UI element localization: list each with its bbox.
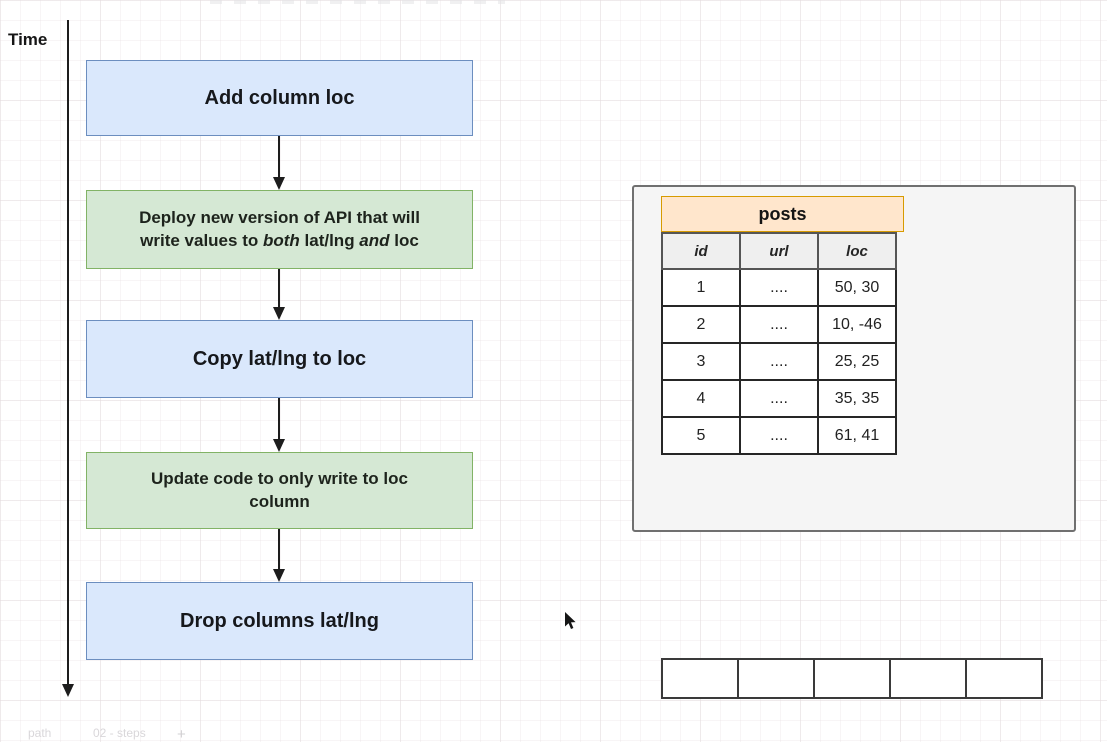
empty-cell[interactable] xyxy=(813,658,891,699)
cell-url[interactable]: .... xyxy=(739,305,819,344)
cell-url[interactable]: .... xyxy=(739,268,819,307)
cell-url[interactable]: .... xyxy=(739,379,819,418)
connector-arrowhead-icon xyxy=(273,439,285,452)
empty-cell[interactable] xyxy=(737,658,815,699)
cell-loc[interactable]: 50, 30 xyxy=(817,268,897,307)
cell-id[interactable]: 1 xyxy=(661,268,741,307)
column-header-loc[interactable]: loc xyxy=(817,232,897,270)
table-row: 1 .... 50, 30 xyxy=(661,268,897,307)
empty-cell[interactable] xyxy=(889,658,967,699)
cell-url[interactable]: .... xyxy=(739,342,819,381)
flow-step-add-column-loc[interactable]: Add column loc xyxy=(86,60,473,136)
cell-loc[interactable]: 61, 41 xyxy=(817,416,897,455)
connector-arrowhead-icon xyxy=(273,569,285,582)
flow-step-label: Add column loc xyxy=(204,86,355,109)
connector-line[interactable] xyxy=(278,136,280,177)
empty-row-shape[interactable] xyxy=(661,658,1043,699)
cell-id[interactable]: 5 xyxy=(661,416,741,455)
time-axis-label: Time xyxy=(8,30,48,49)
table-header-row: id url loc xyxy=(661,232,897,270)
table-row: 5 .... 61, 41 xyxy=(661,416,897,455)
cell-loc[interactable]: 35, 35 xyxy=(817,379,897,418)
connector-arrowhead-icon xyxy=(273,307,285,320)
posts-title-label: posts xyxy=(758,203,807,224)
table-row: 2 .... 10, -46 xyxy=(661,305,897,344)
flow-step-copy-latlng[interactable]: Copy lat/lng to loc xyxy=(86,320,473,398)
page-tab-current[interactable]: 02 - steps xyxy=(93,726,146,740)
cell-loc[interactable]: 25, 25 xyxy=(817,342,897,381)
toolbar-remnant xyxy=(210,0,505,4)
flow-step-drop-columns[interactable]: Drop columns lat/lng xyxy=(86,582,473,660)
page-tab-partial[interactable]: path xyxy=(28,726,52,740)
connector-line[interactable] xyxy=(278,529,280,569)
column-header-id[interactable]: id xyxy=(661,232,741,270)
connector-line[interactable] xyxy=(278,398,280,439)
connector-line[interactable] xyxy=(278,269,280,307)
time-axis-arrowhead-icon xyxy=(62,684,74,697)
cell-url[interactable]: .... xyxy=(739,416,819,455)
time-axis-line[interactable] xyxy=(67,20,69,684)
cell-id[interactable]: 3 xyxy=(661,342,741,381)
cell-loc[interactable]: 10, -46 xyxy=(817,305,897,344)
column-header-url[interactable]: url xyxy=(739,232,819,270)
empty-cell[interactable] xyxy=(661,658,739,699)
cell-id[interactable]: 4 xyxy=(661,379,741,418)
empty-cell[interactable] xyxy=(965,658,1043,699)
posts-panel[interactable]: posts id url loc 1 .... 50, 30 2 .... xyxy=(632,185,1076,532)
mouse-cursor-icon xyxy=(563,611,577,636)
table-row: 3 .... 25, 25 xyxy=(661,342,897,381)
add-page-button[interactable]: + xyxy=(177,726,186,742)
table-row: 4 .... 35, 35 xyxy=(661,379,897,418)
posts-table[interactable]: id url loc 1 .... 50, 30 2 .... 10, -46 … xyxy=(661,232,897,455)
flow-step-label: Drop columns lat/lng xyxy=(180,609,379,632)
connector-arrowhead-icon xyxy=(273,177,285,190)
flow-step-label: Copy lat/lng to loc xyxy=(192,347,367,370)
cell-id[interactable]: 2 xyxy=(661,305,741,344)
posts-table-title[interactable]: posts xyxy=(661,196,904,232)
